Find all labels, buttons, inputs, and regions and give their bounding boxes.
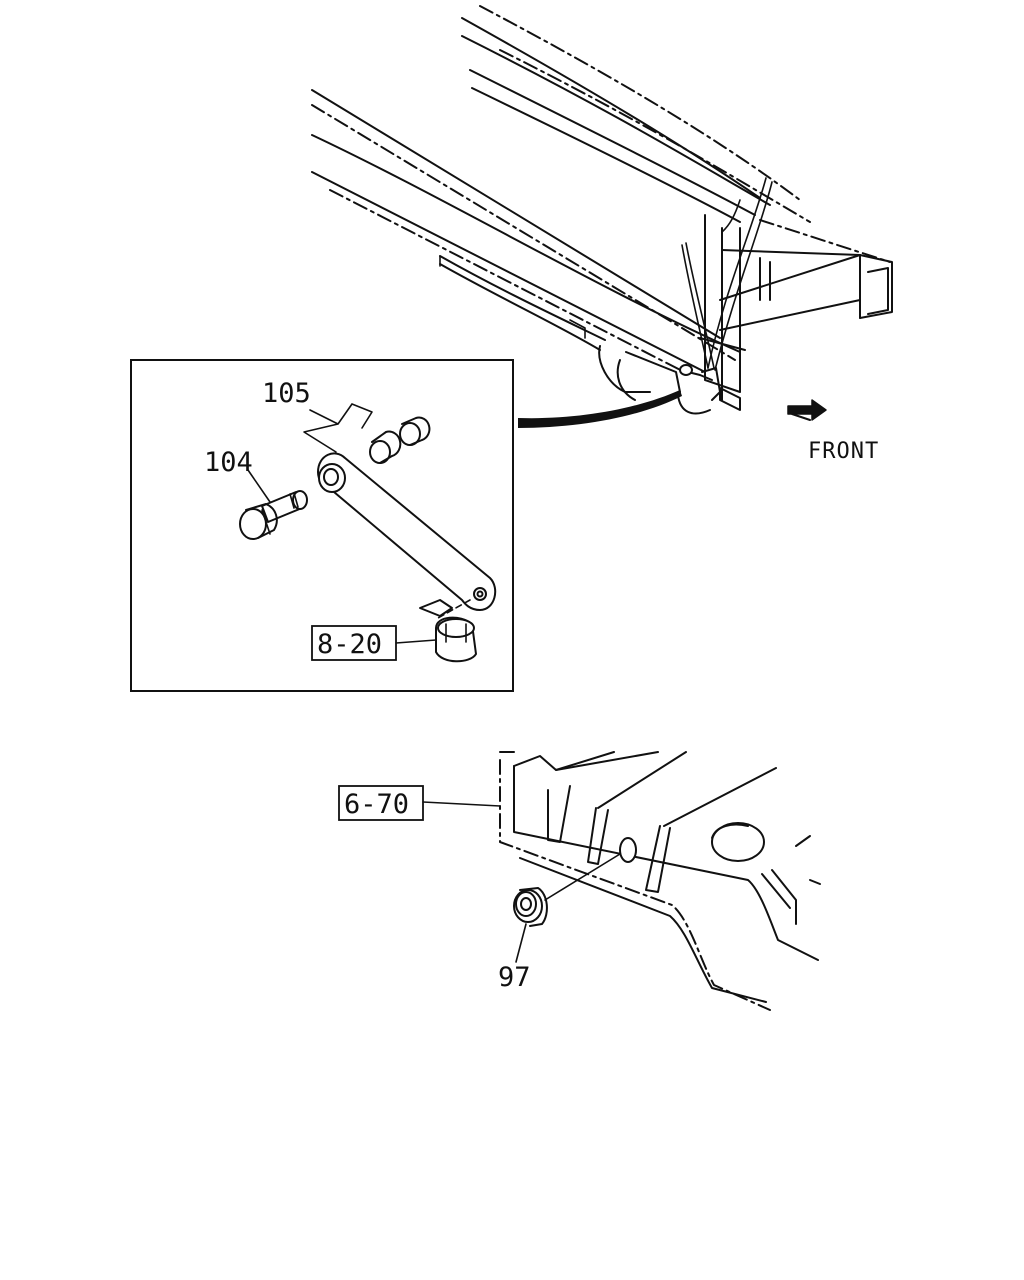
callout-104-leader [247,469,271,503]
callout-97-leader [515,923,527,963]
ref-label-8-20: 8-20 [317,629,382,660]
callout-105-leader [303,403,373,453]
front-label: FRONT [808,439,879,464]
link-arm [317,452,497,611]
bushing-pair [369,416,431,464]
clamp-clip [419,599,477,663]
front-arrow-icon [787,399,827,421]
part-number-105: 105 [262,378,311,409]
callout-8-20-leader [395,639,437,644]
detail-leader-arrow-head [518,390,682,428]
part-number-104: 104 [204,447,253,478]
callout-6-70-leader [422,801,501,807]
ref-box-8-20 [311,625,397,661]
chassis-frame-view [311,5,893,415]
ref-label-6-70: 6-70 [344,789,409,820]
detail-box [130,359,514,692]
bolt-104 [239,490,308,540]
grommet-97 [513,853,621,927]
ref-box-6-70 [338,785,424,821]
part-number-97: 97 [498,962,531,993]
lower-frame-view [499,751,821,1011]
